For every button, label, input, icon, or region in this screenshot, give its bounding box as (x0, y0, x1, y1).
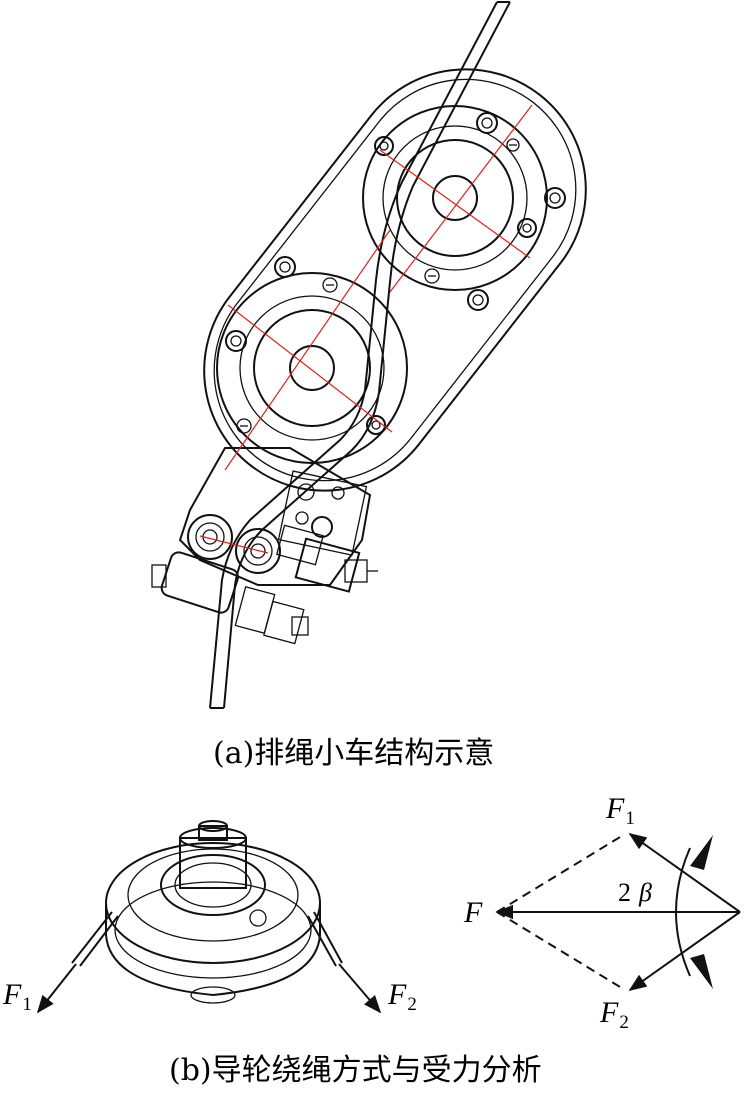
main-plate (203, 68, 587, 492)
dashed-side-top (496, 833, 626, 913)
bolt (225, 330, 247, 352)
centerlines (199, 104, 533, 554)
lower-drum (216, 272, 408, 464)
bolt (467, 289, 489, 311)
bolt (274, 256, 296, 278)
dashed-side-bottom (496, 911, 626, 991)
force-diagram (495, 832, 741, 992)
force-label-F: F (463, 896, 483, 929)
guide-pulley-right (235, 528, 281, 574)
upper-drum (362, 105, 548, 291)
bolt (517, 218, 537, 238)
plate-bolts (225, 112, 566, 435)
svg-text:F1: F1 (605, 792, 635, 829)
force-F2-vector (628, 911, 741, 992)
svg-text:F1: F1 (2, 978, 32, 1015)
arc-arrow-top (690, 835, 713, 870)
svg-text:2β: 2β (618, 878, 652, 907)
rope (209, 1, 511, 709)
bolt (544, 187, 566, 209)
rope-label-F1: F1 (2, 978, 32, 1015)
bolt (366, 415, 386, 435)
bolt (374, 136, 394, 156)
trolley-diagram (151, 1, 587, 709)
rope-label-F2: F2 (387, 978, 417, 1015)
angle-arc (675, 847, 691, 977)
force-F1-vector (628, 832, 741, 913)
svg-text:F2: F2 (599, 996, 629, 1033)
bolt (322, 277, 338, 293)
svg-text:F2: F2 (387, 978, 417, 1015)
caption-a: (a)排绳小车结构示意 (213, 736, 494, 771)
bracket-plate (178, 447, 372, 586)
arc-arrow-bottom (690, 954, 713, 989)
force-label-F2: F2 (599, 996, 629, 1033)
bolt (476, 112, 498, 134)
guide-pulley-left (187, 514, 233, 560)
bolt (424, 268, 440, 284)
caption-b: (b)导轮绕绳方式与受力分析 (169, 1053, 542, 1088)
side-roller-assembly (151, 524, 378, 645)
bolt (506, 138, 520, 152)
force-label-F1: F1 (605, 792, 635, 829)
bolt (236, 418, 252, 434)
pulley-drawing (36, 820, 382, 1014)
